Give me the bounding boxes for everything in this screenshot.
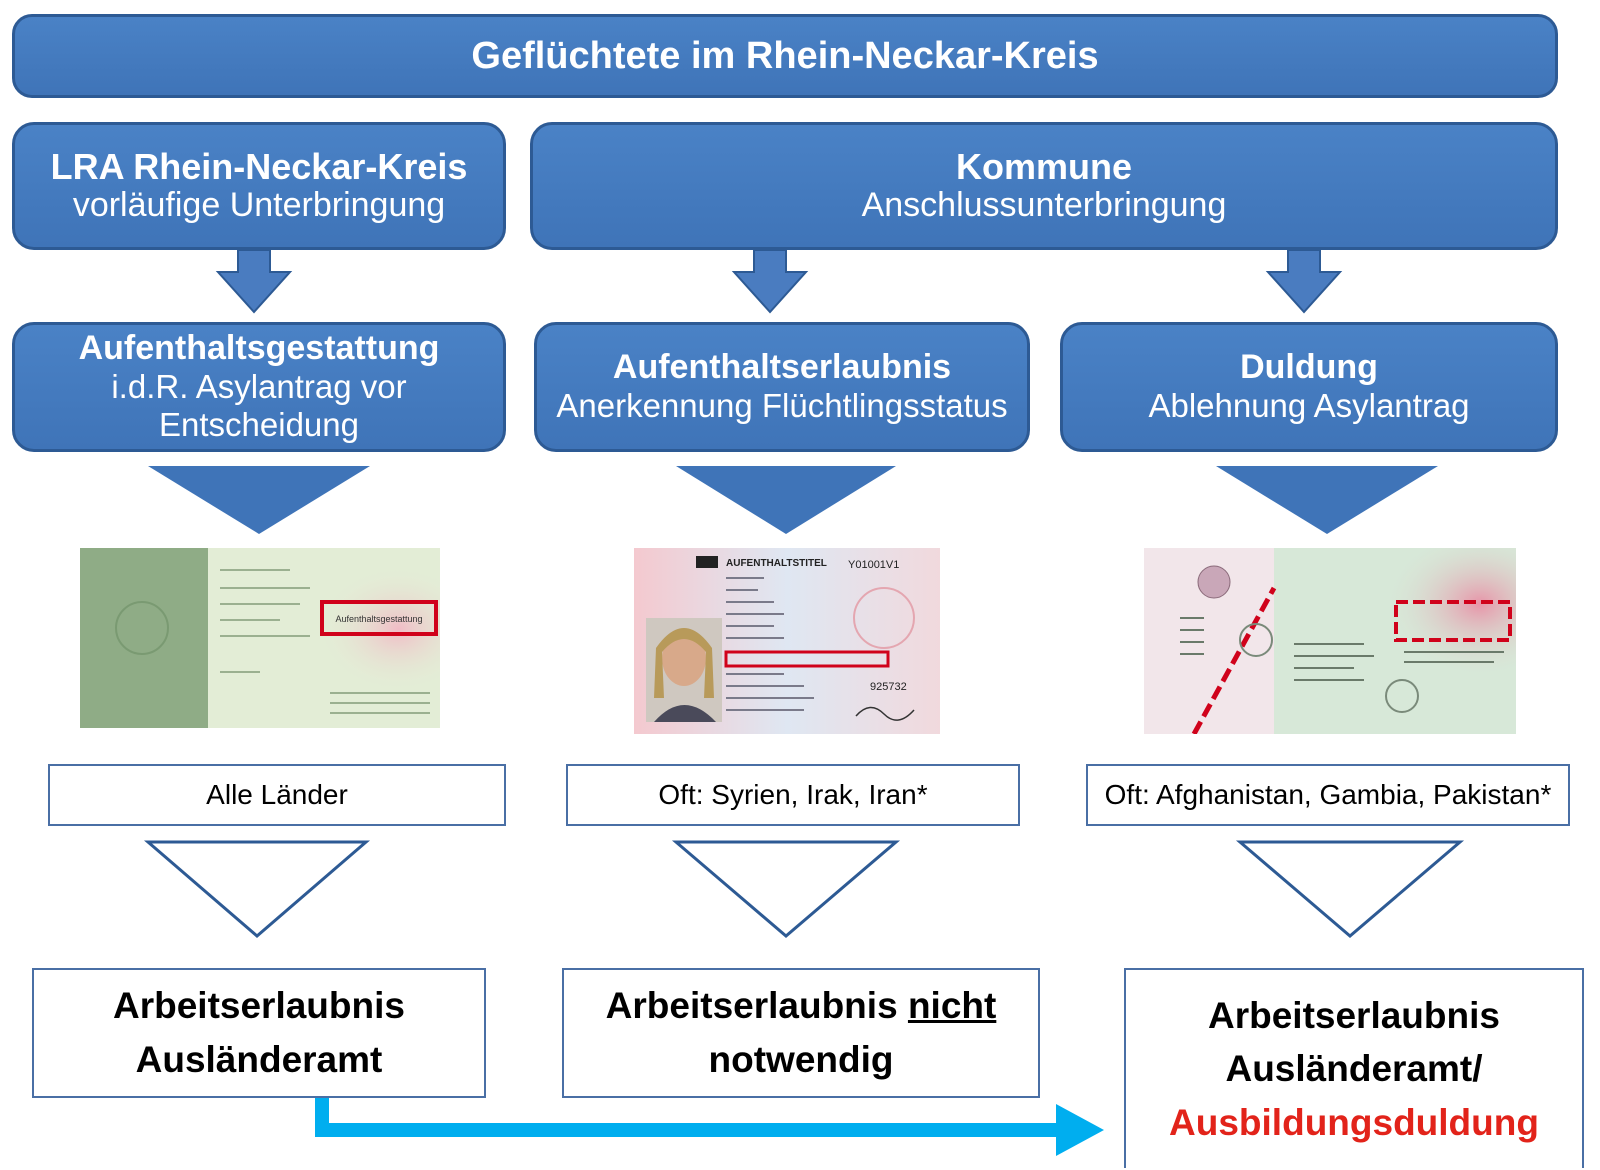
erlaubnis-document-image: AUFENTHALTSTITEL Y01001V1 925732 — [634, 548, 940, 734]
erlaubnis-subtitle: Anerkennung Flüchtlingsstatus — [556, 386, 1008, 424]
erlaubnis-header-text: AUFENTHALTSTITEL — [726, 558, 827, 569]
countries-erlaubnis: Oft: Syrien, Irak, Iran* — [566, 764, 1020, 826]
gestattung-line1: i.d.R. Asylantrag vor — [111, 367, 407, 405]
result-erlaubnis: Arbeitserlaubnis nicht notwendig — [562, 968, 1040, 1098]
header-box: Geflüchtete im Rhein-Neckar-Kreis — [12, 14, 1558, 98]
gestattung-box: Aufenthaltsgestattung i.d.R. Asylantrag … — [12, 322, 506, 452]
duldung-document-image — [1144, 548, 1516, 736]
kommune-title: Kommune — [955, 145, 1132, 187]
filled-triangle-erlaubnis — [676, 466, 896, 534]
gestattung-line2: Entscheidung — [159, 405, 359, 443]
duldung-subtitle: Ablehnung Asylantrag — [1148, 386, 1470, 424]
kommune-box: Kommune Anschlussunterbringung — [530, 122, 1558, 250]
countries-gestattung-text: Alle Länder — [206, 779, 348, 810]
result-gestattung-line1: Arbeitserlaubnis — [113, 985, 405, 1027]
cyan-flow-arrow — [315, 1098, 1060, 1137]
cyan-arrow-head — [1056, 1104, 1104, 1156]
countries-duldung-text: Oft: Afghanistan, Gambia, Pakistan* — [1104, 779, 1552, 810]
result-duldung-line1: Arbeitserlaubnis — [1208, 994, 1500, 1036]
lra-box: LRA Rhein-Neckar-Kreis vorläufige Unterb… — [12, 122, 506, 250]
result-duldung-line2: Ausländeramt/ — [1225, 1048, 1483, 1090]
filled-triangle-duldung — [1216, 466, 1438, 534]
duldung-title: Duldung — [1240, 348, 1378, 387]
down-arrow-erlaubnis — [731, 249, 809, 314]
result-erlaubnis-nicht: nicht — [907, 985, 997, 1027]
erlaubnis-number-text: Y01001V1 — [848, 559, 899, 571]
kommune-subtitle: Anschlussunterbringung — [861, 186, 1227, 225]
countries-duldung: Oft: Afghanistan, Gambia, Pakistan* — [1086, 764, 1570, 826]
result-gestattung: Arbeitserlaubnis Ausländeramt — [32, 968, 486, 1098]
countries-erlaubnis-text: Oft: Syrien, Irak, Iran* — [658, 779, 928, 810]
header-title: Geflüchtete im Rhein-Neckar-Kreis — [471, 34, 1099, 77]
down-arrow-duldung — [1265, 249, 1343, 314]
duldung-box: Duldung Ablehnung Asylantrag — [1060, 322, 1558, 452]
erlaubnis-box: Aufenthaltserlaubnis Anerkennung Flüchtl… — [534, 322, 1030, 452]
result-duldung: Arbeitserlaubnis Ausländeramt/ Ausbildun… — [1124, 968, 1584, 1168]
result-duldung-line3: Ausbildungsduldung — [1169, 1101, 1539, 1143]
filled-triangle-gestattung — [148, 466, 370, 534]
outline-triangle-gestattung — [143, 840, 371, 938]
erlaubnis-code-text: 925732 — [870, 681, 907, 693]
gestattung-stamp-text: Aufenthaltsgestattung — [335, 614, 422, 624]
gestattung-title: Aufenthaltsgestattung — [78, 329, 440, 368]
lra-subtitle: vorläufige Unterbringung — [72, 186, 446, 225]
gestattung-document-image: Aufenthaltsgestattung — [80, 548, 440, 728]
outline-triangle-duldung — [1235, 840, 1465, 938]
lra-title: LRA Rhein-Neckar-Kreis — [50, 145, 468, 187]
result-erlaubnis-line1-a: Arbeitserlaubnis — [605, 985, 908, 1027]
outline-triangle-erlaubnis — [671, 840, 901, 938]
erlaubnis-title: Aufenthaltserlaubnis — [612, 348, 952, 387]
down-arrow-lra — [215, 249, 293, 314]
result-erlaubnis-line1: Arbeitserlaubnis nicht — [606, 979, 997, 1033]
result-gestattung-line2: Ausländeramt — [135, 1039, 383, 1080]
countries-gestattung: Alle Länder — [48, 764, 506, 826]
result-erlaubnis-line2: notwendig — [708, 1039, 894, 1080]
